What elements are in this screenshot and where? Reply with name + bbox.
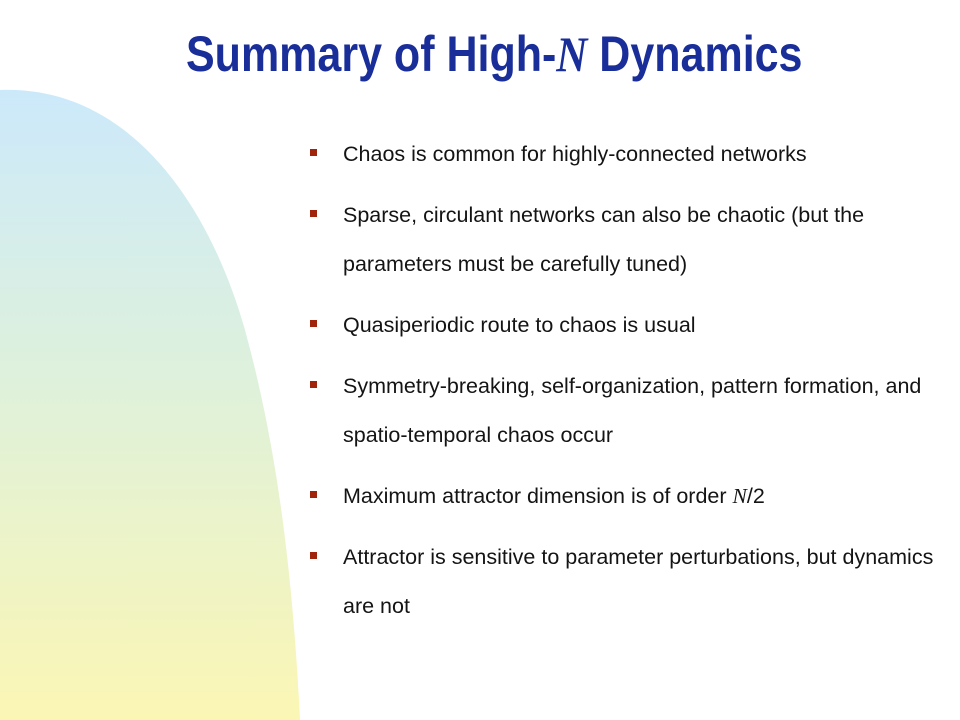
bullet-item: Attractor is sensitive to parameter pert…: [300, 533, 950, 631]
bullet-item: Chaos is common for highly-connected net…: [300, 130, 950, 179]
slide-title: Summary of High-N Dynamics: [186, 18, 802, 90]
bullet-text: Chaos is common for highly-connected net…: [343, 142, 807, 166]
square-bullet-icon: [310, 320, 317, 327]
bullet-text: Attractor is sensitive to parameter pert…: [343, 545, 934, 618]
square-bullet-icon: [310, 210, 317, 217]
bullet-variable: N: [732, 484, 747, 508]
square-bullet-icon: [310, 381, 317, 388]
background-gradient-shape: [0, 89, 300, 720]
bullet-text: Symmetry-breaking, self-organization, pa…: [343, 374, 922, 447]
title-variable: N: [556, 26, 588, 82]
bullet-text: Sparse, circulant networks can also be c…: [343, 203, 865, 276]
bullet-list: Chaos is common for highly-connected net…: [300, 130, 950, 643]
bullet-text: Quasiperiodic route to chaos is usual: [343, 313, 696, 337]
title-text-before: Summary of High-: [186, 26, 557, 82]
bullet-item: Symmetry-breaking, self-organization, pa…: [300, 362, 950, 460]
square-bullet-icon: [310, 552, 317, 559]
bullet-item: Sparse, circulant networks can also be c…: [300, 191, 950, 289]
bullet-item: Quasiperiodic route to chaos is usual: [300, 301, 950, 350]
square-bullet-icon: [310, 149, 317, 156]
title-text-after: Dynamics: [587, 26, 803, 82]
bullet-text-after: /2: [746, 484, 765, 508]
bullet-item: Maximum attractor dimension is of order …: [300, 472, 950, 521]
bullet-text-before: Maximum attractor dimension is of order: [343, 484, 733, 508]
square-bullet-icon: [310, 491, 317, 498]
